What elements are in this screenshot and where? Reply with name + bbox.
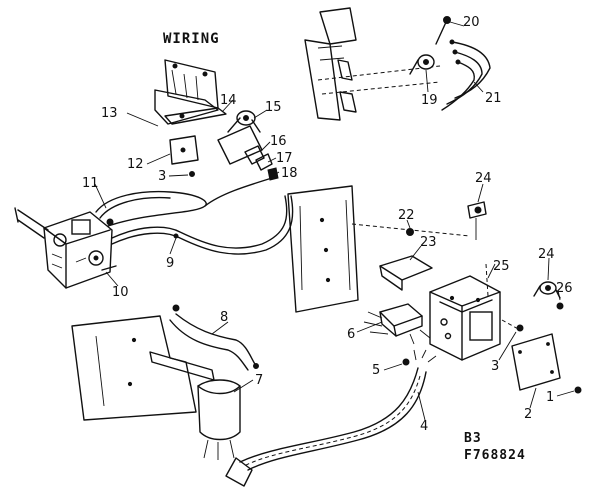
callout-24-upper: 24 — [475, 171, 492, 186]
callout-8: 8 — [220, 310, 228, 325]
part-23-bracket — [379, 255, 433, 291]
callout-10: 10 — [112, 285, 129, 300]
callout-2: 2 — [524, 407, 532, 422]
callout-6: 6 — [347, 327, 355, 342]
part-18-nut — [267, 167, 279, 181]
part-26-fitting — [556, 302, 564, 310]
part-13-mounting-bracket — [154, 59, 219, 125]
part-19-receptacle — [409, 54, 435, 75]
part-22-screw — [406, 228, 414, 236]
part-14-bracket-lip — [164, 107, 227, 125]
caption-line-2: F768824 — [464, 448, 526, 463]
callout-18: 18 — [281, 166, 298, 181]
part-9-pilot-tubing — [107, 177, 294, 255]
callout-labels: 13 14 15 12 3 16 17 18 11 9 10 20 19 21 … — [82, 15, 573, 434]
diagram-title: WIRING — [163, 31, 220, 47]
callout-1: 1 — [546, 390, 554, 405]
part-21-wire-leads — [441, 39, 491, 111]
part-11-wire-lead — [95, 190, 207, 226]
callout-23: 23 — [420, 235, 437, 250]
callout-12: 12 — [127, 157, 144, 172]
callout-7: 7 — [255, 373, 263, 388]
leader-lines — [94, 21, 575, 421]
part-3-screw-upper — [189, 171, 195, 177]
callout-17: 17 — [276, 151, 293, 166]
caption-line-1: B3 — [464, 431, 482, 446]
callout-19: 19 — [421, 93, 438, 108]
part-7-transformer — [149, 351, 241, 460]
callout-3-upper: 3 — [158, 169, 166, 184]
center-wall-panel — [287, 185, 471, 313]
callout-25: 25 — [493, 259, 510, 274]
callout-11: 11 — [82, 176, 99, 191]
callout-13: 13 — [101, 106, 118, 121]
part-1-screw — [574, 386, 582, 394]
part-16-17-fittings — [244, 145, 273, 171]
part-2-cover-plate — [501, 319, 561, 391]
callout-9: 9 — [166, 256, 174, 271]
callout-22: 22 — [398, 208, 415, 223]
part-10-gas-valve — [14, 207, 117, 289]
callout-20: 20 — [463, 15, 480, 30]
callout-4: 4 — [420, 419, 428, 434]
part-4-flexible-conduit — [225, 349, 437, 487]
part-12-plate — [169, 135, 199, 165]
part-3-screw-lower — [516, 324, 524, 332]
part-15-thermocouple-fitting — [217, 110, 263, 165]
callout-21: 21 — [485, 91, 502, 106]
part-6-terminal-block — [363, 303, 431, 345]
part-5-screw — [402, 358, 410, 366]
callout-5: 5 — [372, 363, 380, 378]
part-24-connector-lower — [533, 281, 561, 299]
callout-3-lower: 3 — [491, 359, 499, 374]
part-20-screw — [435, 16, 451, 45]
callout-15: 15 — [265, 100, 282, 115]
part-24-connector-upper — [467, 201, 487, 240]
lower-left-panel — [71, 315, 197, 421]
part-25-junction-box — [429, 263, 501, 361]
upper-panel-bracket — [304, 7, 441, 121]
callout-14: 14 — [220, 93, 237, 108]
callout-16: 16 — [270, 134, 287, 149]
callout-26: 26 — [556, 281, 573, 296]
callout-24-lower: 24 — [538, 247, 555, 262]
part-8-wire-assembly — [169, 304, 259, 371]
